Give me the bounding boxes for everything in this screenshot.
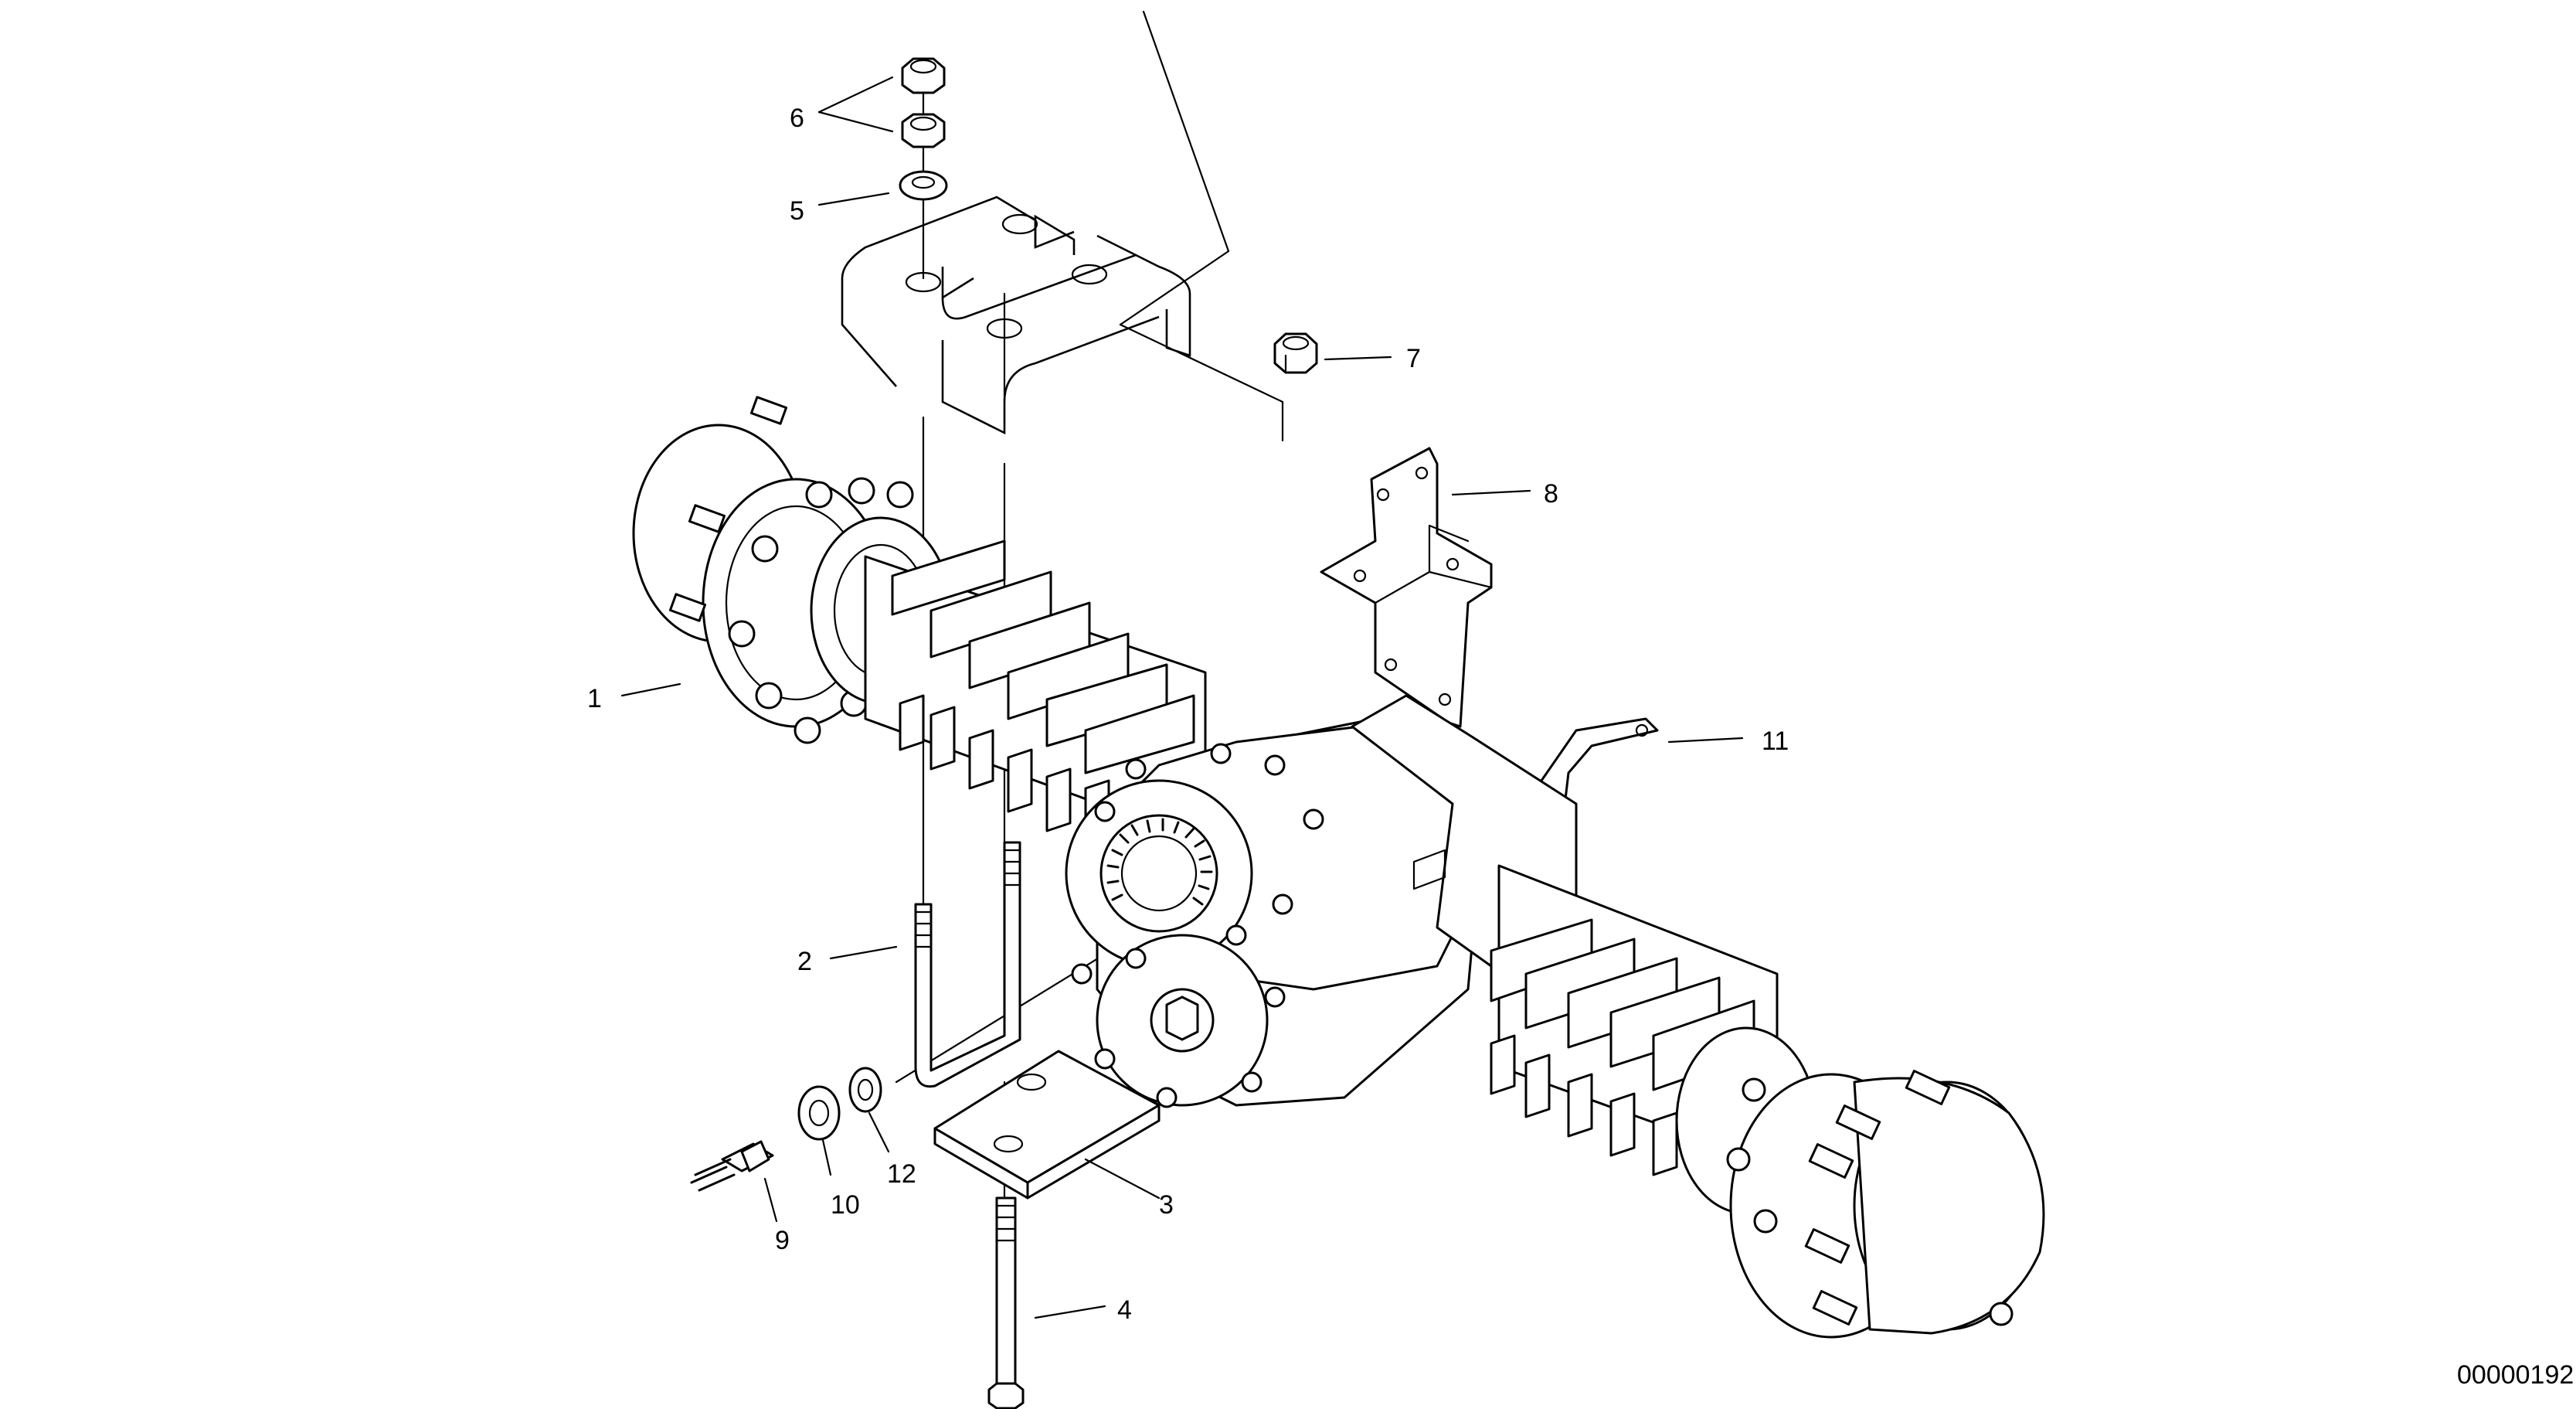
u-bolt — [914, 841, 1021, 1088]
callout-7: 7 — [1406, 344, 1421, 373]
washer — [899, 170, 948, 201]
clamp-plate — [933, 1050, 1161, 1200]
long-bolt — [987, 1196, 1025, 1409]
callout-1: 1 — [587, 684, 602, 713]
left-axle-housing — [864, 539, 1207, 844]
callout-8: 8 — [1544, 479, 1558, 509]
nut-pair — [901, 57, 946, 148]
callout-9: 9 — [775, 1226, 790, 1255]
u-bolt-threads — [914, 849, 1021, 948]
callout-3: 3 — [1159, 1190, 1174, 1220]
right-axle-ribs — [1490, 918, 1755, 1176]
nut-7 — [1273, 332, 1318, 374]
callout-labels: 1 2 3 4 5 6 7 8 9 10 11 12 — [587, 104, 1789, 1325]
bolt-threads — [995, 1204, 1017, 1242]
callout-5: 5 — [790, 196, 804, 226]
callout-11: 11 — [1762, 727, 1789, 756]
left-axle-ribs — [891, 539, 1195, 844]
differential-housing — [1065, 694, 1578, 1108]
wheel-studs — [1804, 1070, 1951, 1326]
housing-bolts — [1071, 743, 1324, 1108]
gear-teeth — [1106, 818, 1213, 906]
drawing-number: 00000192 — [2457, 1360, 2574, 1390]
nut-10 — [797, 1085, 841, 1141]
callout-12: 12 — [887, 1159, 916, 1189]
callout-leaders — [620, 76, 1744, 1319]
left-wheel-hub — [632, 396, 952, 744]
callout-6: 6 — [790, 104, 804, 133]
right-wheel-hub — [1675, 1026, 2045, 1339]
callout-2: 2 — [797, 947, 812, 976]
washer-12 — [848, 1067, 882, 1113]
callout-4: 4 — [1117, 1295, 1132, 1325]
top-mount-bracket — [841, 196, 1191, 435]
callout-10: 10 — [831, 1190, 860, 1220]
bracket-8 — [1320, 447, 1493, 728]
sensor-9 — [690, 1140, 774, 1192]
